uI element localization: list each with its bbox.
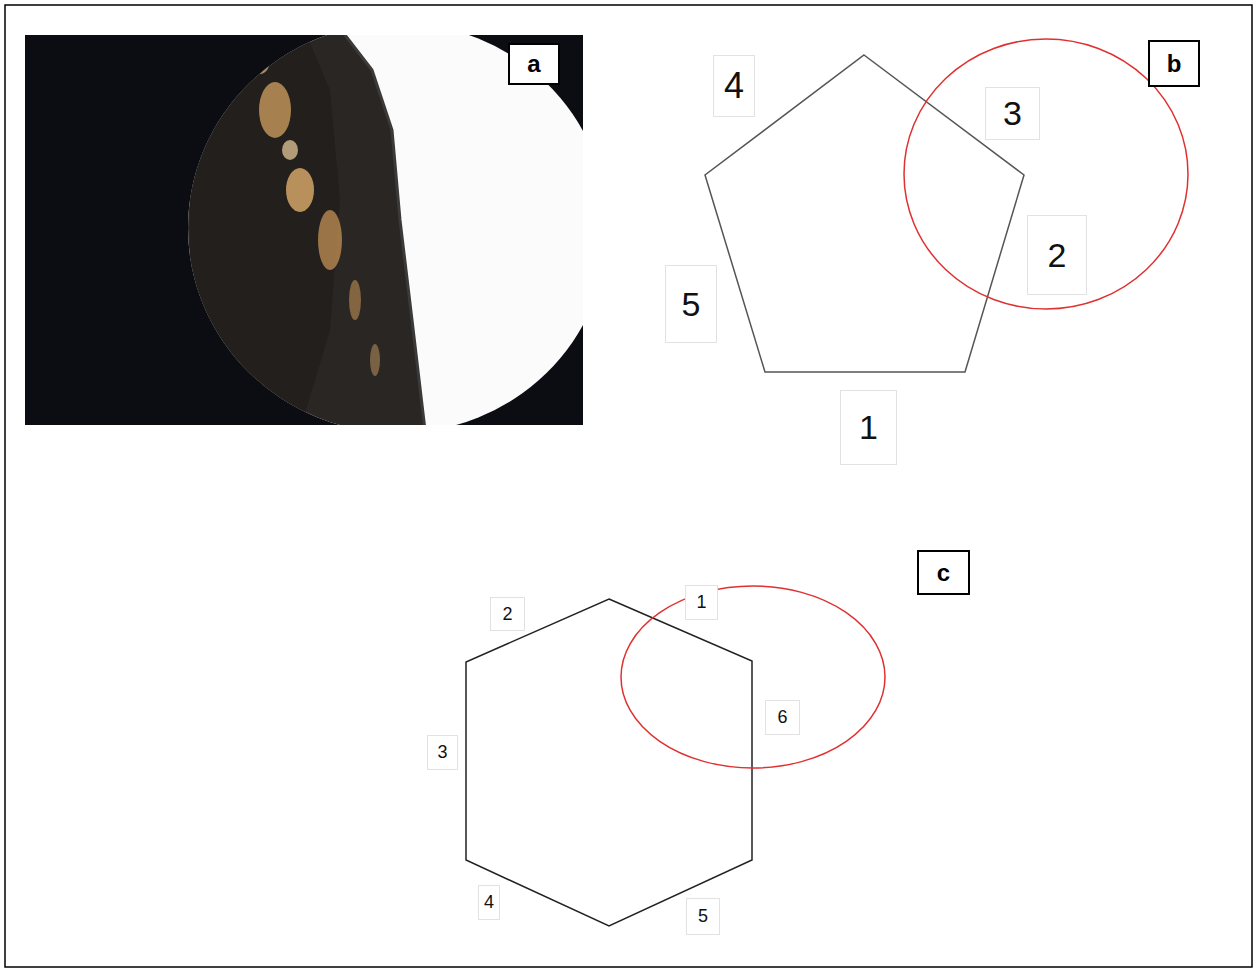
red-ellipse [621, 586, 885, 768]
pentagon [705, 55, 1024, 372]
figure-frame [5, 5, 1252, 967]
panel-label-box: c [917, 550, 970, 595]
side-number: 3 [985, 87, 1040, 140]
side-number: 5 [665, 265, 717, 343]
panel-letter: a [527, 50, 540, 78]
microscope-photo [25, 35, 583, 425]
side-number: 6 [765, 700, 800, 735]
side-number: 4 [478, 885, 500, 920]
panel-letter: b [1167, 50, 1182, 78]
side-number: 4 [713, 55, 755, 117]
red-circle [904, 39, 1188, 309]
panel-label-box: a [508, 43, 560, 85]
side-number: 1 [840, 390, 897, 465]
side-number: 1 [685, 585, 718, 620]
panel-label-box: b [1148, 40, 1200, 87]
side-number: 2 [1027, 215, 1087, 295]
side-number: 2 [490, 597, 525, 631]
panel-letter: c [937, 559, 950, 587]
side-number: 3 [427, 735, 458, 770]
side-number: 5 [686, 898, 720, 935]
